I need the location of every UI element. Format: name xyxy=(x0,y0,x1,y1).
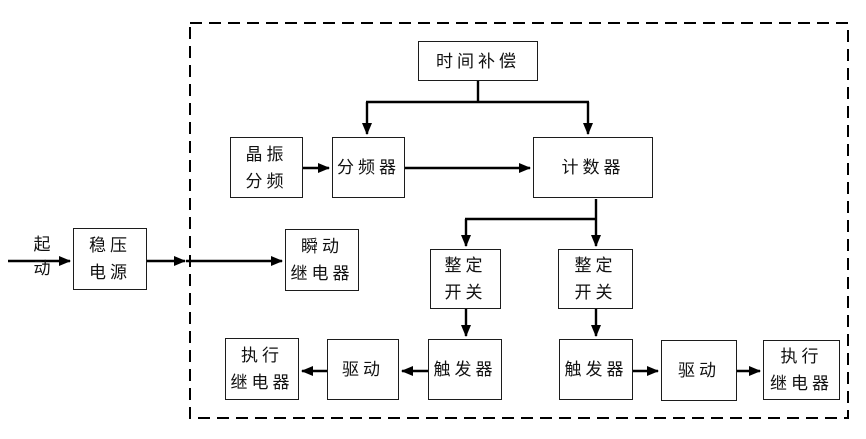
start-label: 起 动 xyxy=(33,235,51,278)
node-time-compensation: 时间补偿 xyxy=(418,41,538,81)
node-trigger-right: 触发器 xyxy=(559,339,633,400)
node-exec-relay-right: 执行 继电器 xyxy=(763,340,840,400)
node-exec-relay-left: 执行 继电器 xyxy=(225,338,299,400)
node-instant-relay: 瞬动 继电器 xyxy=(285,229,359,291)
node-trigger-left: 触发器 xyxy=(428,339,502,400)
node-crystal-divider: 晶振 分频 xyxy=(230,137,303,198)
node-frequency-divider: 分频器 xyxy=(332,137,405,198)
node-setting-switch-right: 整定 开关 xyxy=(558,249,633,309)
dashed-boundary xyxy=(189,22,849,419)
node-counter: 计数器 xyxy=(533,137,653,198)
node-drive-right: 驱动 xyxy=(661,340,737,401)
node-setting-switch-left: 整定 开关 xyxy=(430,249,501,309)
node-drive-left: 驱动 xyxy=(327,339,399,400)
node-regulated-power: 稳压 电源 xyxy=(73,228,147,290)
